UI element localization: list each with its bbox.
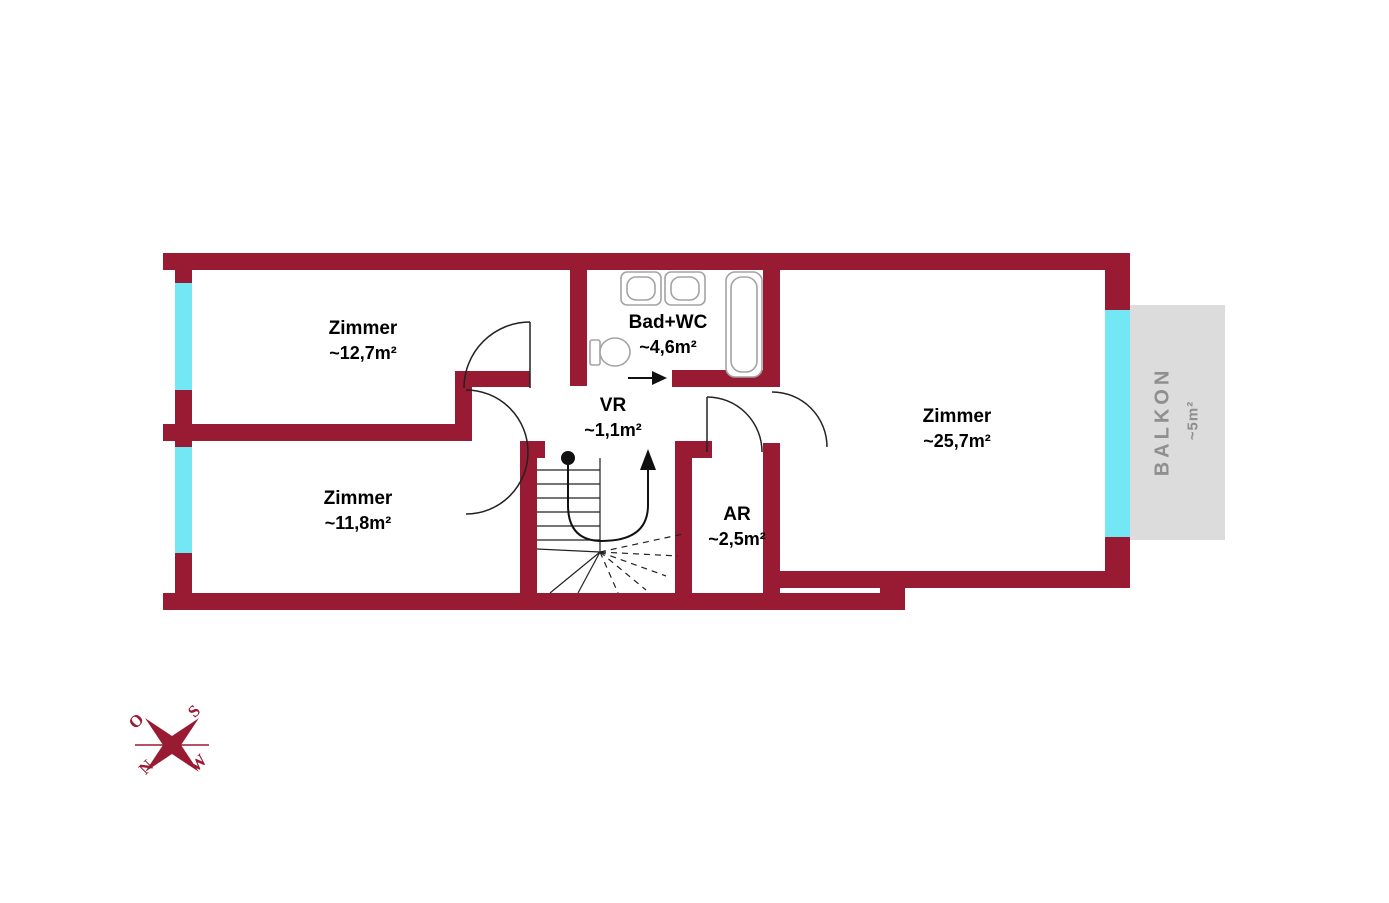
compass-rose: S O N W [125, 701, 211, 778]
window-left-lower [175, 447, 192, 553]
room-label-bad-wc: Bad+WC ~4,6m² [588, 310, 748, 360]
wall-stairs-west [520, 441, 537, 610]
door-arc-zimmer-top-left [463, 321, 531, 389]
door-arc-zimmer-bottom-left [465, 389, 529, 515]
window-right [1105, 310, 1130, 537]
staircase [536, 458, 684, 594]
room-label-zimmer-top-left: Zimmer ~12,7m² [263, 316, 463, 366]
door-arc-zimmer-right [771, 391, 828, 448]
room-area: ~11,8m² [324, 513, 392, 533]
balcony-area [1130, 305, 1225, 540]
wall-vr-west-vertical [455, 387, 472, 441]
wall-top [163, 253, 1130, 270]
room-area: ~4,6m² [639, 337, 697, 357]
compass-south-label: S [184, 701, 204, 721]
room-name: VR [599, 395, 627, 416]
room-label-ar: AR ~2,5m² [677, 502, 797, 552]
door-arc-ar [706, 396, 763, 453]
washbasin-icon [620, 271, 662, 306]
room-name: Zimmer [323, 488, 393, 509]
room-area: ~1,1m² [584, 420, 642, 440]
wall-ar-east [763, 443, 780, 593]
room-area: ~12,7m² [329, 343, 397, 363]
wall-bottom-right [765, 571, 1130, 588]
room-area: ~25,7m² [923, 431, 991, 451]
room-name: AR [723, 504, 751, 525]
room-name: Bad+WC [628, 312, 708, 333]
entrance-arrow [628, 371, 667, 385]
wall-bad-west [570, 253, 587, 386]
wall-divider-left-rooms [163, 424, 458, 441]
wall-vr-west-horizontal [455, 371, 530, 387]
room-label-zimmer-bottom-left: Zimmer ~11,8m² [258, 486, 458, 536]
wall-left-upper [175, 270, 192, 283]
room-name: Zimmer [328, 318, 398, 339]
wall-ar-west [675, 441, 692, 593]
compass-west-label: W [185, 750, 210, 775]
wall-bottom-step [880, 571, 905, 610]
toilet-icon [589, 337, 631, 367]
wall-right-upper [1105, 253, 1130, 310]
wall-left-lower [175, 553, 192, 593]
bathtub-icon [725, 271, 763, 378]
stair-walking-line [561, 449, 656, 543]
window-left-upper [175, 283, 192, 390]
room-label-zimmer-right: Zimmer ~25,7m² [857, 404, 1057, 454]
compass-east-label: O [125, 710, 148, 733]
room-label-vr: VR ~1,1m² [533, 393, 693, 443]
room-name: Zimmer [922, 406, 992, 427]
wall-bad-east [763, 253, 780, 387]
wall-right-lower [1105, 537, 1130, 588]
room-area: ~2,5m² [708, 529, 766, 549]
washbasin-icon-2 [664, 271, 706, 306]
